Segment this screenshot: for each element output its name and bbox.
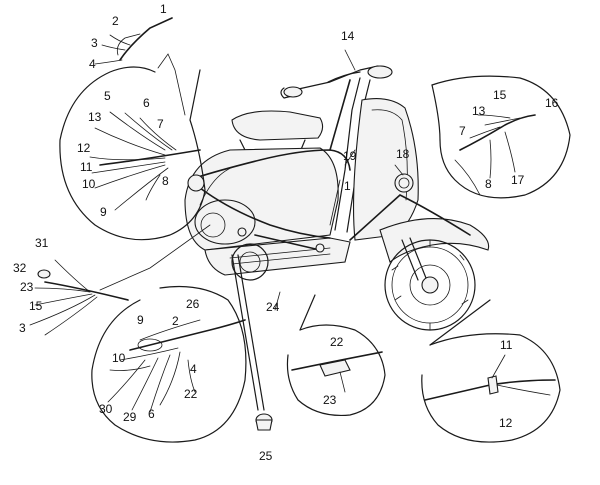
callout-2: 2 <box>112 14 119 28</box>
callout-26: 26 <box>186 297 200 311</box>
callout-25: 25 <box>259 449 273 463</box>
callout-8: 8 <box>162 174 169 188</box>
callout-11: 11 <box>80 160 93 174</box>
callout-19: 19 <box>343 149 357 163</box>
callout-13: 13 <box>88 110 102 124</box>
callout-24: 24 <box>266 300 280 314</box>
callout-22: 22 <box>330 335 344 349</box>
callout-12: 12 <box>77 141 91 155</box>
detail-bubble-headset-loom <box>431 75 571 199</box>
callout-1: 1 <box>344 179 351 193</box>
callout-8: 8 <box>485 177 492 191</box>
callout-9: 9 <box>137 313 144 327</box>
callout-29: 29 <box>123 410 137 424</box>
callout-9: 9 <box>100 205 107 219</box>
callout-7: 7 <box>157 117 164 131</box>
callout-5: 5 <box>104 89 111 103</box>
callout-10: 10 <box>82 177 96 191</box>
callout-18: 18 <box>396 147 410 161</box>
detail-grommet <box>231 49 404 431</box>
callout-23: 23 <box>323 393 337 407</box>
callout-16: 16 <box>545 96 559 110</box>
callout-13: 13 <box>472 104 486 118</box>
detail-bubble-handlebar-loom <box>59 66 206 241</box>
detail-left-connector <box>29 224 211 336</box>
callout-15: 15 <box>493 88 507 102</box>
detail-bubble-sleeve <box>286 294 386 417</box>
callout-23: 23 <box>20 280 34 294</box>
detail-top-cable-end <box>94 17 186 116</box>
detail-bubble-wire-tie <box>421 299 561 443</box>
callout-6: 6 <box>148 407 155 421</box>
callout-22: 22 <box>184 387 198 401</box>
callout-3: 3 <box>19 321 26 335</box>
callout-1: 1 <box>160 2 167 16</box>
callout-7: 7 <box>459 124 466 138</box>
callout-15: 15 <box>29 299 43 313</box>
callout-2: 2 <box>172 314 179 328</box>
callout-4: 4 <box>89 57 96 71</box>
callout-31: 31 <box>35 236 49 250</box>
callout-6: 6 <box>143 96 150 110</box>
callout-14: 14 <box>341 29 355 43</box>
callout-12: 12 <box>499 416 513 430</box>
callout-17: 17 <box>511 173 525 187</box>
scooter-illustration <box>184 65 490 331</box>
callout-3: 3 <box>91 36 98 50</box>
callout-11: 11 <box>500 338 513 352</box>
callout-10: 10 <box>112 351 126 365</box>
callout-30: 30 <box>99 402 113 416</box>
detail-bubble-frame-loom <box>91 285 247 443</box>
callout-32: 32 <box>13 261 27 275</box>
callout-4: 4 <box>190 362 197 376</box>
